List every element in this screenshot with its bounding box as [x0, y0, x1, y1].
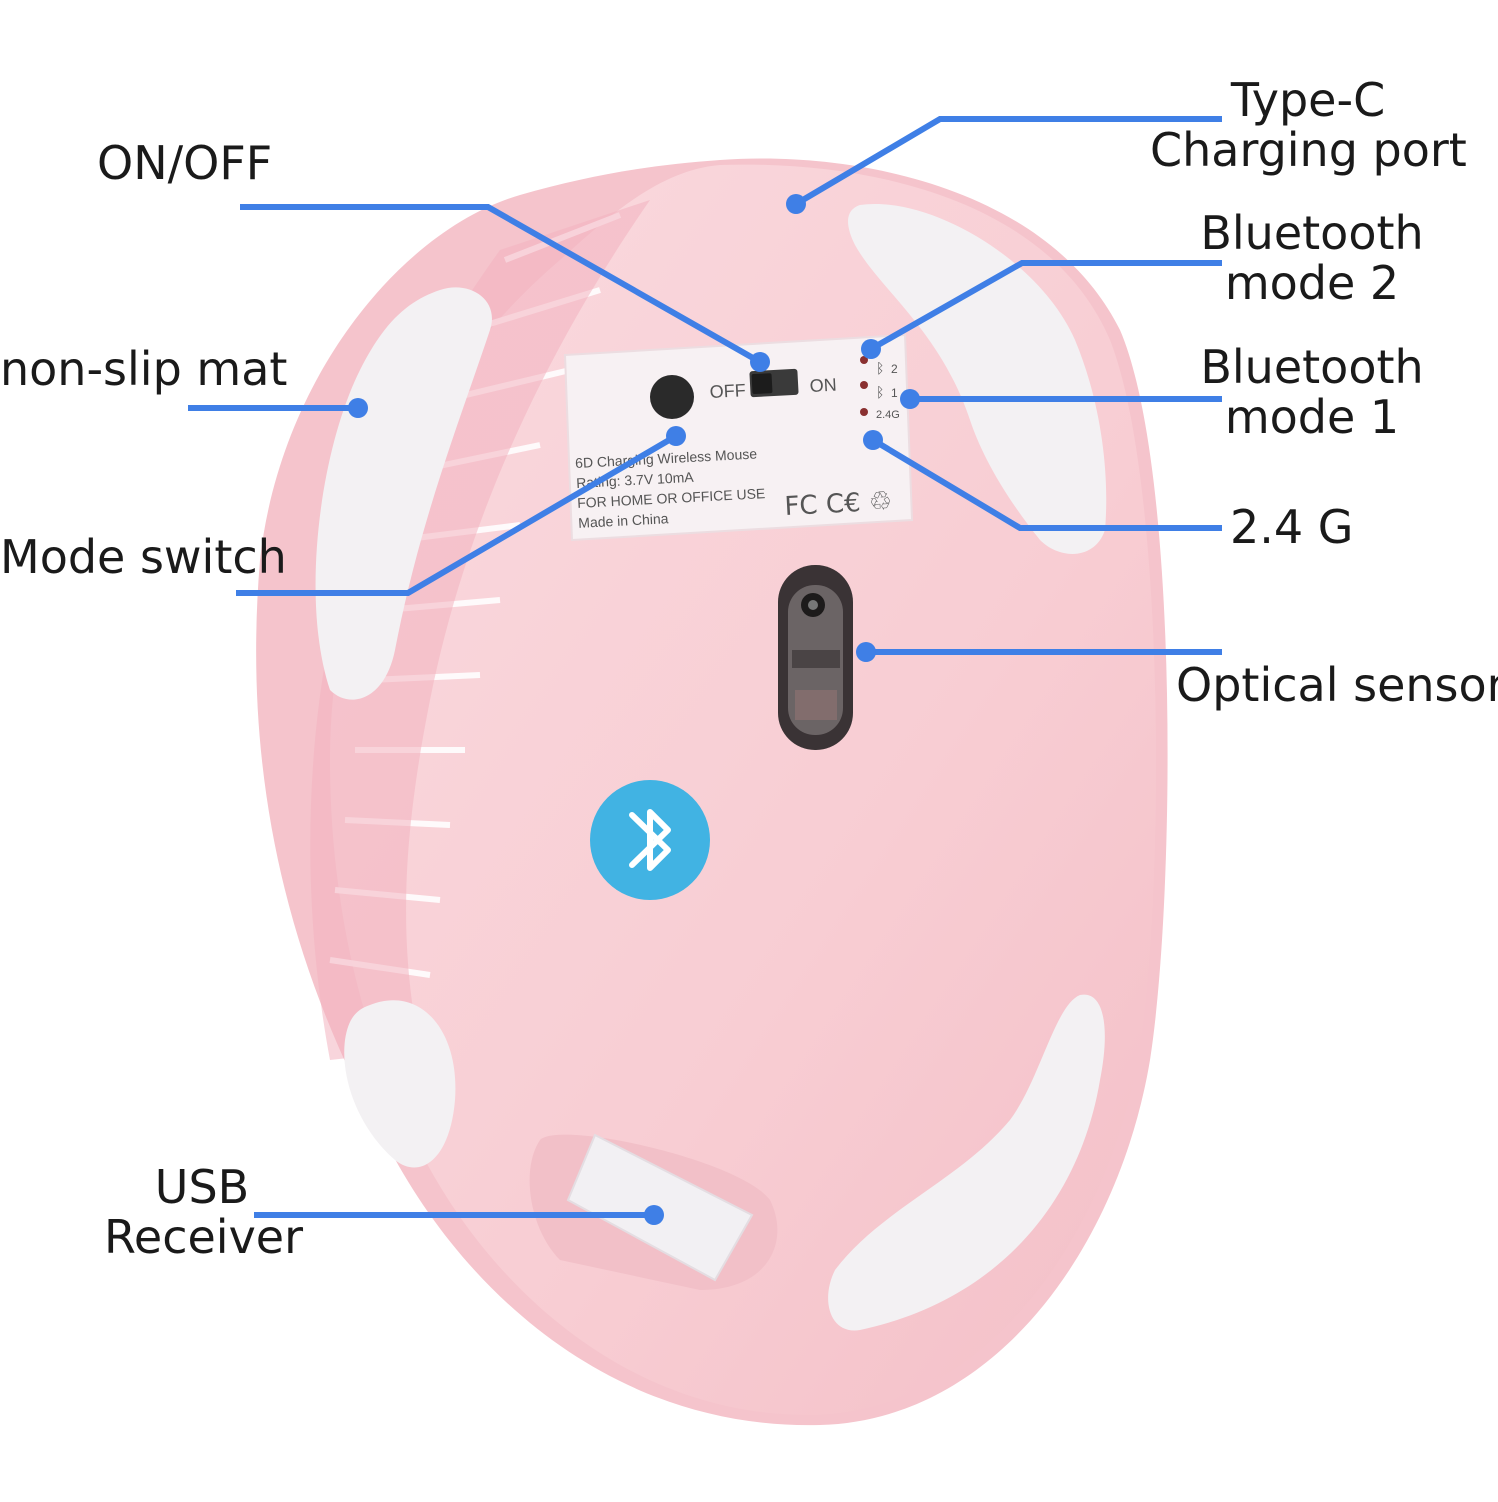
label-usb-receiver: USB Receiver: [104, 1160, 304, 1264]
label-usb-receiver-line-1: USB: [154, 1160, 250, 1214]
label-mode-switch: Mode switch: [0, 530, 287, 584]
label-24g: 2.4 G: [1230, 500, 1354, 554]
led-24g-label: 2.4G: [876, 409, 900, 421]
label-type-c-line-2: Charging port: [1150, 123, 1467, 177]
label-non-slip-mat: non-slip mat: [0, 342, 288, 396]
switch-on-label: ON: [809, 375, 837, 396]
non-slip-pad-top-left: [315, 287, 492, 700]
leader-on-off: [240, 204, 762, 365]
leader-bt-mode-2: [869, 260, 1222, 352]
switch-off-label: OFF: [709, 380, 746, 402]
non-slip-pad-bottom-right: [828, 994, 1105, 1331]
on-off-slider-knob: [751, 373, 773, 395]
bluetooth-icon: ᛒ: [876, 361, 884, 377]
sticker-line-4: Made in China: [578, 510, 669, 531]
bluetooth-icon: [629, 809, 671, 871]
label-bt-mode-2-line-1: Bluetooth: [1200, 206, 1424, 260]
led-24g: [860, 408, 868, 416]
mode-switch-button[interactable]: [650, 375, 694, 419]
label-bt-mode-1-line-1: Bluetooth: [1200, 340, 1424, 394]
led-bt2: [860, 356, 868, 364]
bluetooth-icon: ᛒ: [876, 385, 884, 401]
led-bt2-label: 2: [891, 362, 898, 376]
leader-mode-switch: [236, 433, 678, 596]
label-optical-sensor: Optical sensor: [1176, 658, 1498, 712]
led-bt1: [860, 381, 868, 389]
label-type-c-line-1: Type-C: [1230, 73, 1386, 127]
leader-lines: [188, 116, 1222, 1218]
label-type-c: Type-C Charging port: [1150, 73, 1467, 177]
leader-dots: [348, 194, 920, 1225]
label-bt-mode-1: Bluetooth mode 1: [1196, 342, 1428, 442]
non-slip-pad-top-right: [848, 203, 1107, 554]
label-usb-receiver-line-2: Receiver: [104, 1210, 304, 1264]
bluetooth-badge: [590, 780, 710, 900]
led-bt1-label: 1: [891, 386, 898, 400]
label-bt-mode-1-line-2: mode 1: [1224, 390, 1400, 444]
mouse-bottom-plate: [330, 164, 1157, 1416]
leader-type-c: [794, 116, 1222, 207]
leader-24g: [871, 437, 1222, 531]
label-bt-mode-2: Bluetooth mode 2: [1196, 208, 1428, 308]
optical-sensor: [778, 565, 853, 750]
info-sticker: OFF ON ᛒ 2 ᛒ 1 2.4G 6D Charging Wireless…: [563, 333, 914, 542]
label-bt-mode-2-line-2: mode 2: [1224, 256, 1400, 310]
label-on-off: ON/OFF: [97, 136, 273, 190]
certification-marks: FC C€ ♲: [784, 486, 893, 522]
grip-side-panel: [310, 200, 650, 1060]
non-slip-pad-bottom-left: [344, 1000, 456, 1168]
